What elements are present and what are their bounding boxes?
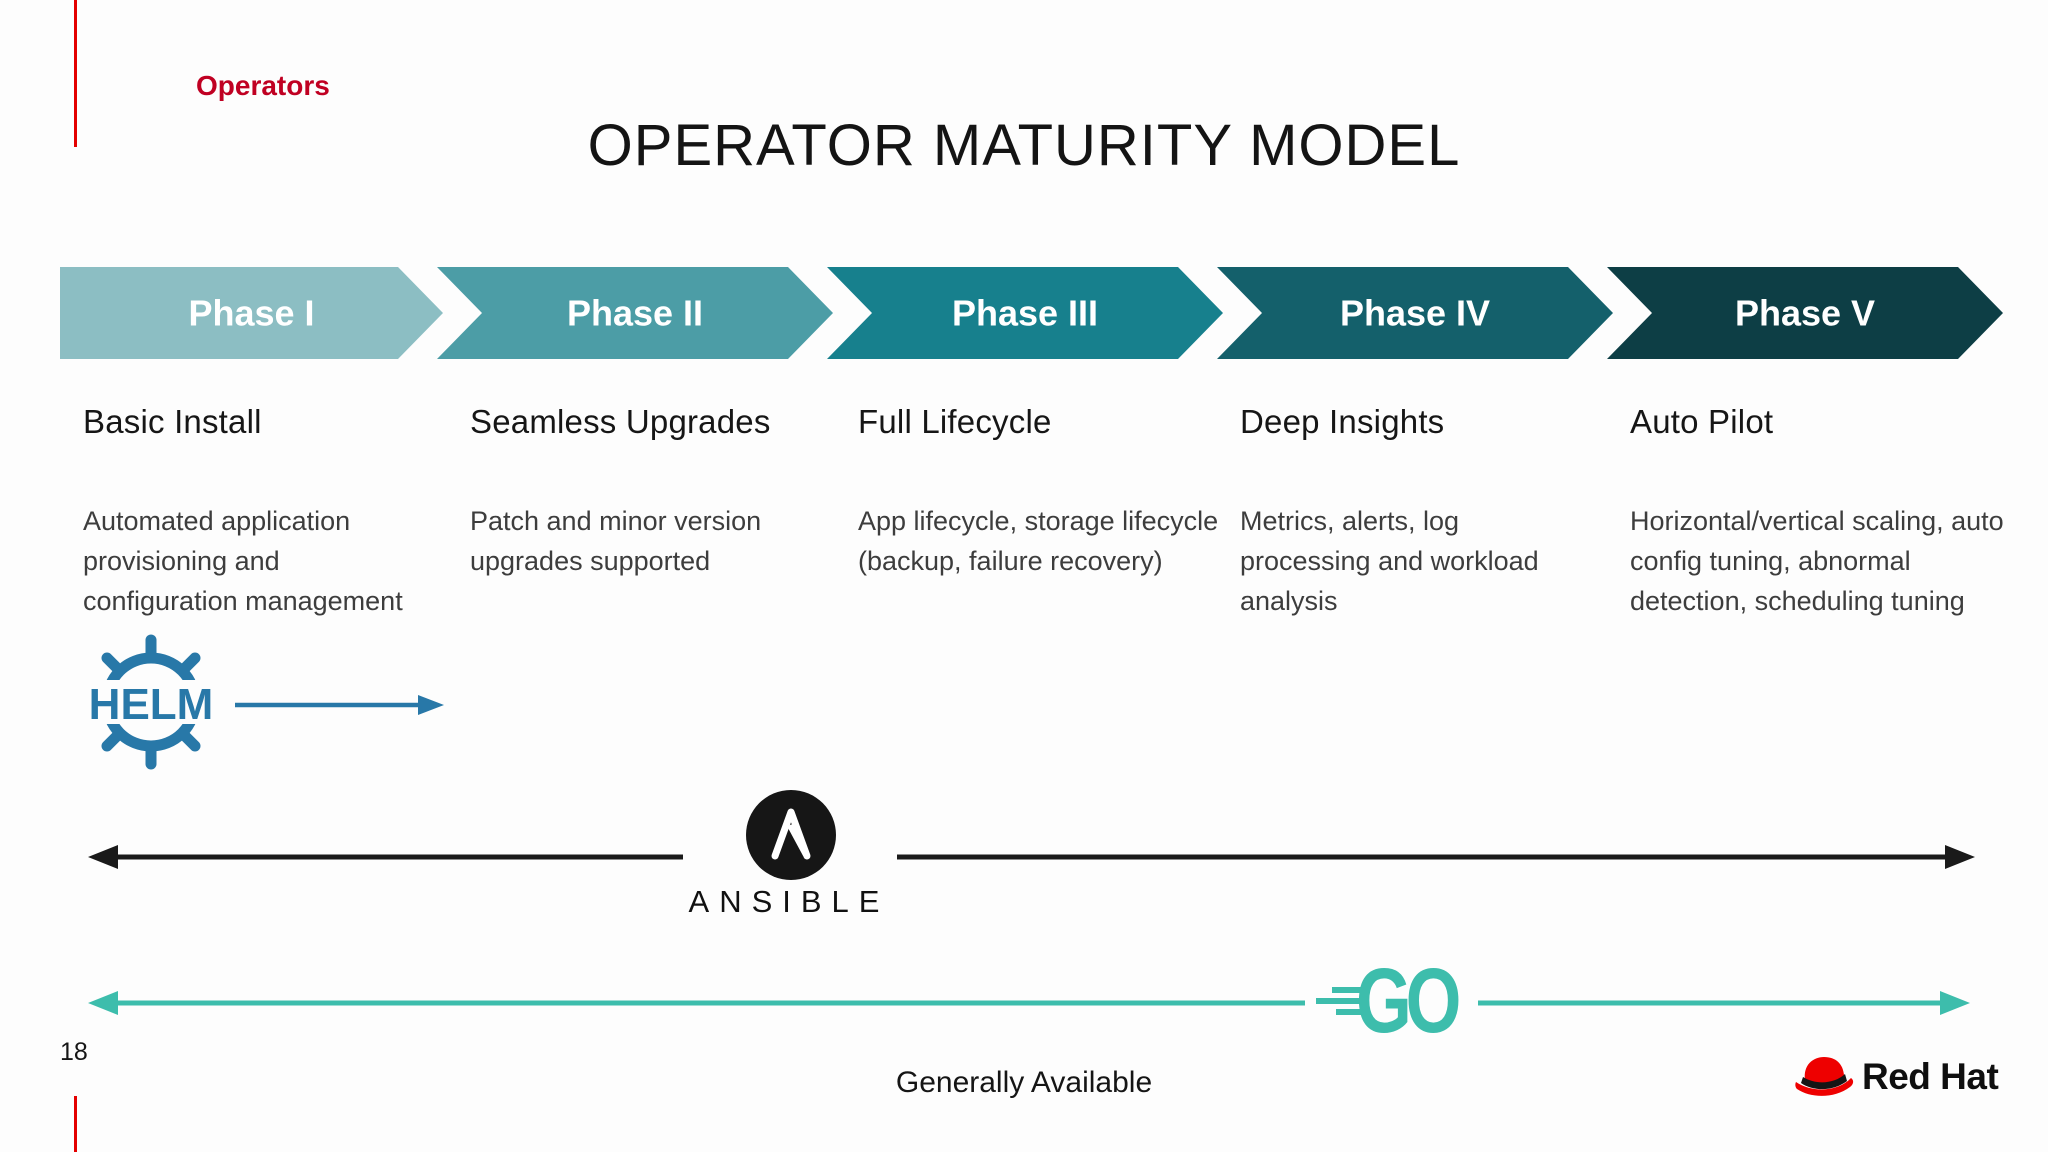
ansible-arrowhead-left <box>88 845 118 869</box>
phase-label-3: Phase III <box>952 293 1098 334</box>
helm-wheel-shape <box>76 634 226 770</box>
redhat-logo: Red Hat <box>1792 1048 2048 1108</box>
phase-chevron-5 <box>1607 267 2003 359</box>
phase-chevron-3 <box>827 267 1223 359</box>
phase-heading: Auto Pilot <box>1630 403 1774 440</box>
phase-label-5: Phase V <box>1735 293 1875 334</box>
go-range-arrow <box>88 987 1970 1015</box>
page-title: OPERATOR MATURITY MODEL <box>587 113 1461 178</box>
go-arrowhead-left <box>88 991 118 1015</box>
ansible-arrowhead-right <box>1945 845 1975 869</box>
page-number: 18 <box>60 1038 88 1066</box>
ansible-logo-icon <box>746 790 836 880</box>
phase-description: Metrics, alerts, log processing and work… <box>1240 506 1539 616</box>
red-accent-line-bottom <box>74 1096 77 1152</box>
go-arrowhead-right <box>1940 991 1970 1015</box>
phase-chevron-2 <box>437 267 833 359</box>
redhat-wordmark: Red Hat <box>1862 1056 1999 1097</box>
phase-description: App lifecycle, storage lifecycle (backup… <box>858 506 1219 576</box>
phase-description: Patch and minor version upgrades support… <box>470 506 762 576</box>
helm-range-arrow <box>235 695 444 715</box>
phase-heading: Basic Install <box>83 403 262 440</box>
red-accent-line-top <box>74 0 77 147</box>
phase-chevron-bar: Phase I Phase II Phase III Phase IV Phase V <box>60 267 2003 359</box>
phase-label-1: Phase I <box>188 293 314 334</box>
helm-logo-icon <box>76 634 226 770</box>
phase-heading: Seamless Upgrades <box>470 403 771 440</box>
phase-description: Horizontal/vertical scaling, auto config… <box>1630 506 2004 616</box>
phase-heading: Deep Insights <box>1240 403 1445 440</box>
ansible-wordmark: ANSIBLE <box>688 884 890 919</box>
helm-wordmark: HELM <box>88 680 214 729</box>
phase-heading: Full Lifecycle <box>858 403 1052 440</box>
phase-chevron-4 <box>1217 267 1613 359</box>
phase-description: Automated application provisioning and c… <box>83 506 403 616</box>
go-wordmark: GO <box>1356 950 1461 1052</box>
phase-chevron-1 <box>60 267 443 359</box>
eyebrow-label: Operators <box>196 70 330 101</box>
helm-arrowhead <box>418 695 444 715</box>
footer-note: Generally Available <box>895 1066 1153 1099</box>
go-speed-lines <box>1316 987 1364 1015</box>
ansible-range-arrow <box>88 845 1975 869</box>
phase-label-4: Phase IV <box>1340 293 1490 334</box>
phase-label-2: Phase II <box>567 293 703 334</box>
redhat-fedora-icon <box>1795 1057 1854 1096</box>
